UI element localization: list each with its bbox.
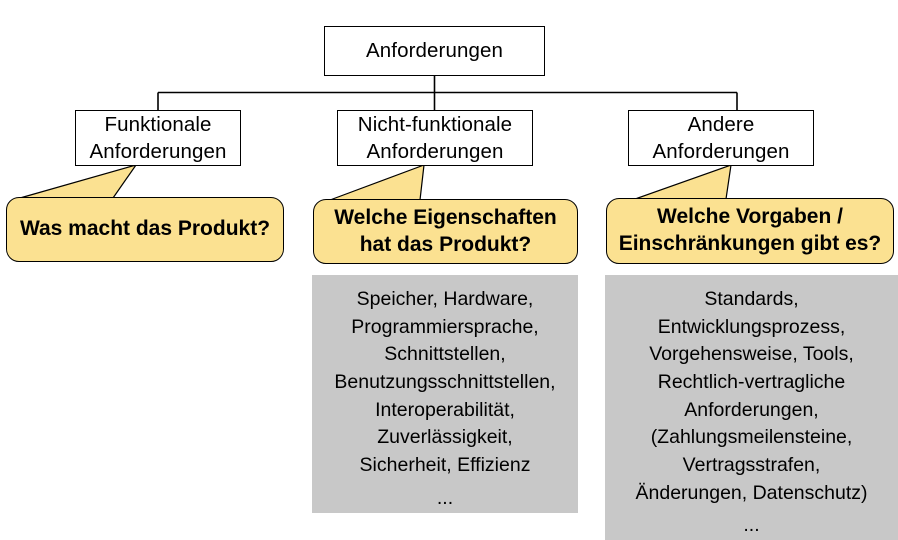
- node-nicht-funktionale-anforderungen[interactable]: Nicht-funktionale Anforderungen: [337, 110, 533, 166]
- callout-tail-andere: [634, 164, 732, 200]
- node-funktionale-line-1: Anforderungen: [89, 140, 227, 163]
- detail-ellipsis: ...: [436, 487, 454, 510]
- node-root[interactable]: Anforderungen: [324, 26, 545, 76]
- node-funktionale-anforderungen[interactable]: Funktionale Anforderungen: [75, 110, 241, 166]
- node-nicht-funktionale-line-1: Anforderungen: [366, 140, 504, 163]
- detail-line: Änderungen, Datenschutz): [635, 481, 868, 504]
- detail-line: Entwicklungsprozess,: [657, 315, 846, 338]
- detail-line: Standards,: [704, 288, 799, 310]
- callout-andere-line-1: Einschränkungen gibt es?: [618, 232, 882, 255]
- callout-funktionale[interactable]: Was macht das Produkt?: [6, 197, 284, 262]
- node-andere-anforderungen[interactable]: Andere Anforderungen: [628, 110, 814, 166]
- detail-line: Zuverlässigkeit,: [377, 426, 513, 449]
- details-andere: Standards, Entwicklungsprozess, Vorgehen…: [605, 275, 898, 540]
- callout-andere-line-0: Welche Vorgaben /: [657, 205, 843, 229]
- callout-nicht-funktionale-line-0: Welche Eigenschaften: [334, 205, 557, 229]
- node-andere-line-1: Anforderungen: [652, 140, 790, 163]
- detail-line: Programmiersprache,: [351, 315, 539, 338]
- callout-tail-nicht-funktionale: [329, 164, 425, 201]
- details-nicht-funktionale: Speicher, Hardware, Programmiersprache, …: [312, 275, 578, 513]
- detail-line: Vertragsstrafen,: [682, 454, 821, 477]
- node-nicht-funktionale-line-0: Nicht-funktionale: [357, 112, 513, 136]
- node-andere-line-0: Andere: [687, 112, 755, 136]
- detail-line: (Zahlungsmeilensteine,: [650, 426, 853, 449]
- callout-funktionale-line-0: Was macht das Produkt?: [19, 217, 271, 241]
- callout-nicht-funktionale-line-1: hat das Produkt?: [359, 232, 532, 256]
- detail-line: Sicherheit, Effizienz: [359, 454, 531, 477]
- callout-nicht-funktionale[interactable]: Welche Eigenschaften hat das Produkt?: [313, 199, 578, 264]
- node-funktionale-line-0: Funktionale: [104, 112, 212, 136]
- detail-ellipsis: ...: [743, 514, 760, 537]
- detail-line: Interoperabilität,: [375, 398, 515, 421]
- detail-line: Schnittstellen,: [384, 343, 506, 366]
- detail-line: Rechtlich-vertragliche: [657, 371, 846, 394]
- callout-tail-funktionale: [19, 163, 138, 199]
- detail-line: Benutzungsschnittstellen,: [334, 371, 556, 394]
- detail-line: Anforderungen,: [684, 398, 819, 421]
- node-root-line-0: Anforderungen: [366, 39, 503, 63]
- callout-andere[interactable]: Welche Vorgaben / Einschränkungen gibt e…: [606, 198, 894, 264]
- detail-line: Vorgehensweise, Tools,: [649, 343, 854, 366]
- detail-line: Speicher, Hardware,: [356, 288, 534, 310]
